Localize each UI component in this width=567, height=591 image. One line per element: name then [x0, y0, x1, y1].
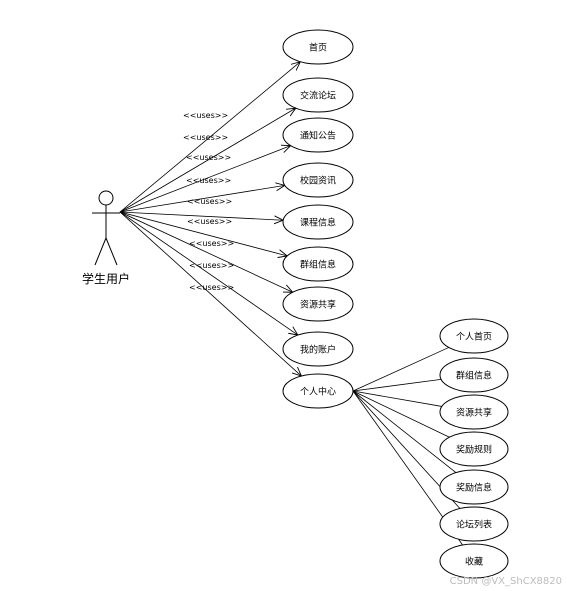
use-case-course-info: 课程信息: [282, 204, 354, 240]
uses-label: <<uses>>: [183, 111, 228, 120]
sub-use-case-favorites-label: 收藏: [465, 556, 483, 568]
use-case-resource-share-label: 资源共享: [300, 299, 336, 311]
use-case-group-info-label: 群组信息: [300, 259, 336, 271]
sub-use-case-reward-info: 奖励信息: [439, 469, 509, 505]
use-case-notice: 通知公告: [282, 117, 354, 153]
use-case-personal-center: 个人中心: [282, 373, 354, 409]
uses-edge-forum: [119, 108, 296, 213]
sub-edge-reward-info: [352, 390, 457, 473]
use-case-personal-center-label: 个人中心: [300, 386, 336, 398]
sub-use-case-forum-list: 论坛列表: [439, 506, 509, 542]
sub-use-case-favorites: 收藏: [439, 543, 509, 579]
use-case-notice-ellipse: [282, 117, 354, 153]
use-case-my-account: 我的账户: [282, 331, 354, 367]
use-case-home: 首页: [282, 29, 354, 65]
use-case-home-ellipse: [282, 29, 354, 65]
use-case-campus-news: 校园资讯: [282, 162, 354, 198]
use-case-resource-share: 资源共享: [282, 286, 354, 322]
uses-label: <<uses>>: [186, 176, 231, 185]
uses-edge-resource-share: [119, 211, 293, 292]
uses-edge-notice: [119, 146, 291, 213]
uses-edge-group-info: [119, 211, 287, 256]
uses-label: <<uses>>: [187, 197, 232, 206]
uses-label: <<uses>>: [186, 153, 231, 162]
sub-use-case-reward-info-label: 奖励信息: [456, 482, 492, 494]
sub-use-case-pc-resource-share: 资源共享: [439, 394, 509, 430]
use-case-resource-share-ellipse: [282, 286, 354, 322]
use-case-course-info-ellipse: [282, 204, 354, 240]
sub-use-case-pc-group-info-ellipse: [439, 357, 509, 393]
use-case-campus-news-label: 校园资讯: [300, 175, 336, 187]
actor-figure: [92, 190, 120, 266]
use-case-forum-ellipse: [282, 77, 354, 113]
uses-label: <<uses>>: [183, 133, 228, 142]
sub-use-case-reward-rules-label: 奖励规则: [456, 444, 492, 456]
uses-edge-campus-news: [119, 185, 285, 213]
use-case-forum-label: 交流论坛: [300, 90, 336, 102]
use-case-group-info: 群组信息: [282, 246, 354, 282]
use-case-personal-center-ellipse: [282, 373, 354, 409]
sub-use-case-personal-home-ellipse: [439, 318, 509, 354]
sub-use-case-pc-resource-share-label: 资源共享: [456, 407, 492, 419]
use-case-my-account-label: 我的账户: [300, 344, 336, 356]
sub-edge-reward-rules: [352, 390, 450, 438]
use-case-course-info-label: 课程信息: [300, 217, 336, 229]
use-case-home-label: 首页: [309, 42, 327, 54]
sub-use-case-reward-info-ellipse: [439, 469, 509, 505]
uses-label: <<uses>>: [187, 217, 232, 226]
uses-edge-home: [119, 62, 300, 213]
sub-use-case-personal-home-label: 个人首页: [456, 331, 492, 343]
sub-use-case-pc-group-info: 群组信息: [439, 357, 509, 393]
use-case-notice-label: 通知公告: [300, 130, 336, 142]
use-case-group-info-ellipse: [282, 246, 354, 282]
watermark: CSDN @VX_ShCX8820: [450, 576, 562, 587]
uses-edge-my-account: [119, 211, 298, 335]
sub-use-case-pc-group-info-label: 群组信息: [456, 370, 492, 382]
sub-use-case-favorites-ellipse: [439, 543, 509, 579]
sub-edge-pc-resource-share: [352, 390, 442, 407]
sub-use-case-forum-list-ellipse: [439, 506, 509, 542]
uses-label: <<uses>>: [189, 261, 234, 270]
uses-edge-course-info: [119, 211, 283, 220]
sub-use-case-reward-rules: 奖励规则: [439, 431, 509, 467]
use-case-my-account-ellipse: [282, 331, 354, 367]
use-case-campus-news-ellipse: [282, 162, 354, 198]
sub-use-case-personal-home: 个人首页: [439, 318, 509, 354]
uses-edge-personal-center: [119, 211, 301, 376]
uses-label: <<uses>>: [189, 239, 234, 248]
use-case-forum: 交流论坛: [282, 77, 354, 113]
uses-label: <<uses>>: [189, 283, 234, 292]
sub-use-case-forum-list-label: 论坛列表: [456, 519, 492, 531]
sub-edge-personal-home: [352, 347, 450, 392]
actor-label: 学生用户: [82, 271, 130, 286]
sub-use-case-reward-rules-ellipse: [439, 431, 509, 467]
sub-edge-pc-group-info: [352, 378, 442, 392]
sub-use-case-pc-resource-share-ellipse: [439, 394, 509, 430]
